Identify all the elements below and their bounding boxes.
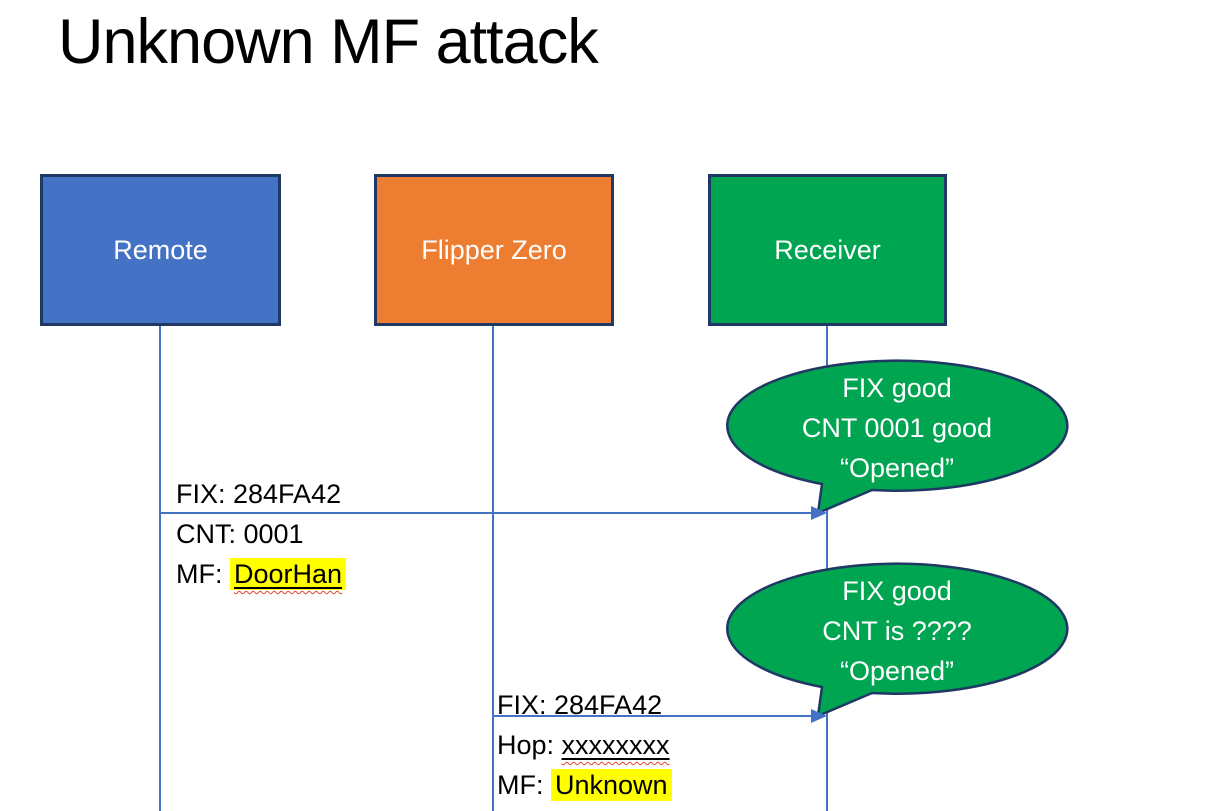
message2-mf-value-highlighted: Unknown bbox=[551, 769, 672, 801]
message2-hop-value-squiggle: xxxxxxxx bbox=[562, 730, 670, 760]
actor-box-receiver: Receiver bbox=[708, 174, 947, 326]
callout-first-line2: CNT 0001 good bbox=[801, 413, 993, 443]
message1-mf-value-highlighted: DoorHan bbox=[230, 558, 347, 590]
message1-mf-value: DoorHan bbox=[234, 559, 343, 589]
actor-label-flipper-zero: Flipper Zero bbox=[421, 234, 567, 265]
callout-text-first: FIX good CNT 0001 good “Opened” bbox=[722, 368, 1072, 488]
message-label-flipper-to-receiver: FIX: 284FA42 Hop: xxxxxxxx MF: Unknown bbox=[497, 685, 672, 805]
message2-mf-prefix: MF: bbox=[497, 770, 551, 800]
callout-bubble-first: FIX good CNT 0001 good “Opened” bbox=[722, 358, 1072, 528]
speech-bubble-shape bbox=[726, 562, 1069, 718]
message2-fix-line: FIX: 284FA42 bbox=[497, 690, 663, 720]
callout-second-line3: “Opened” bbox=[839, 656, 955, 686]
speech-bubble-shape bbox=[726, 359, 1069, 515]
callout-second-line2: CNT is ???? bbox=[822, 616, 972, 646]
callout-text-second: FIX good CNT is ???? “Opened” bbox=[722, 571, 1072, 691]
lifeline-remote bbox=[159, 326, 161, 811]
arrowhead-icon bbox=[811, 709, 827, 723]
message1-mf-prefix: MF: bbox=[176, 559, 230, 589]
message-arrow-flipper-to-receiver bbox=[493, 715, 812, 717]
message-arrow-remote-to-receiver bbox=[160, 512, 812, 514]
callout-first-line3: “Opened” bbox=[839, 453, 955, 483]
message1-fix-line: FIX: 284FA42 bbox=[176, 479, 342, 509]
callout-first-line1: FIX good bbox=[842, 373, 952, 403]
message2-hop-prefix: Hop: bbox=[497, 730, 562, 760]
message2-hop-line: Hop: xxxxxxxx bbox=[497, 725, 672, 765]
slide-title: Unknown MF attack bbox=[58, 7, 599, 77]
message1-mf-line: MF: DoorHan bbox=[176, 554, 347, 594]
message-label-remote-to-receiver: FIX: 284FA42 CNT: 0001 MF: DoorHan bbox=[176, 474, 347, 594]
callout-bubble-second: FIX good CNT is ???? “Opened” bbox=[722, 561, 1072, 731]
message2-hop-value: xxxxxxxx bbox=[561, 730, 670, 760]
callout-second-line1: FIX good bbox=[842, 576, 952, 606]
actor-label-remote: Remote bbox=[113, 234, 208, 265]
actor-box-flipper-zero: Flipper Zero bbox=[374, 174, 614, 326]
actor-box-remote: Remote bbox=[40, 174, 281, 326]
arrowhead-icon bbox=[811, 506, 827, 520]
message1-cnt-line: CNT: 0001 bbox=[176, 519, 304, 549]
lifeline-flipper-zero bbox=[492, 326, 494, 811]
message2-mf-line: MF: Unknown bbox=[497, 765, 672, 805]
actor-label-receiver: Receiver bbox=[774, 234, 881, 265]
